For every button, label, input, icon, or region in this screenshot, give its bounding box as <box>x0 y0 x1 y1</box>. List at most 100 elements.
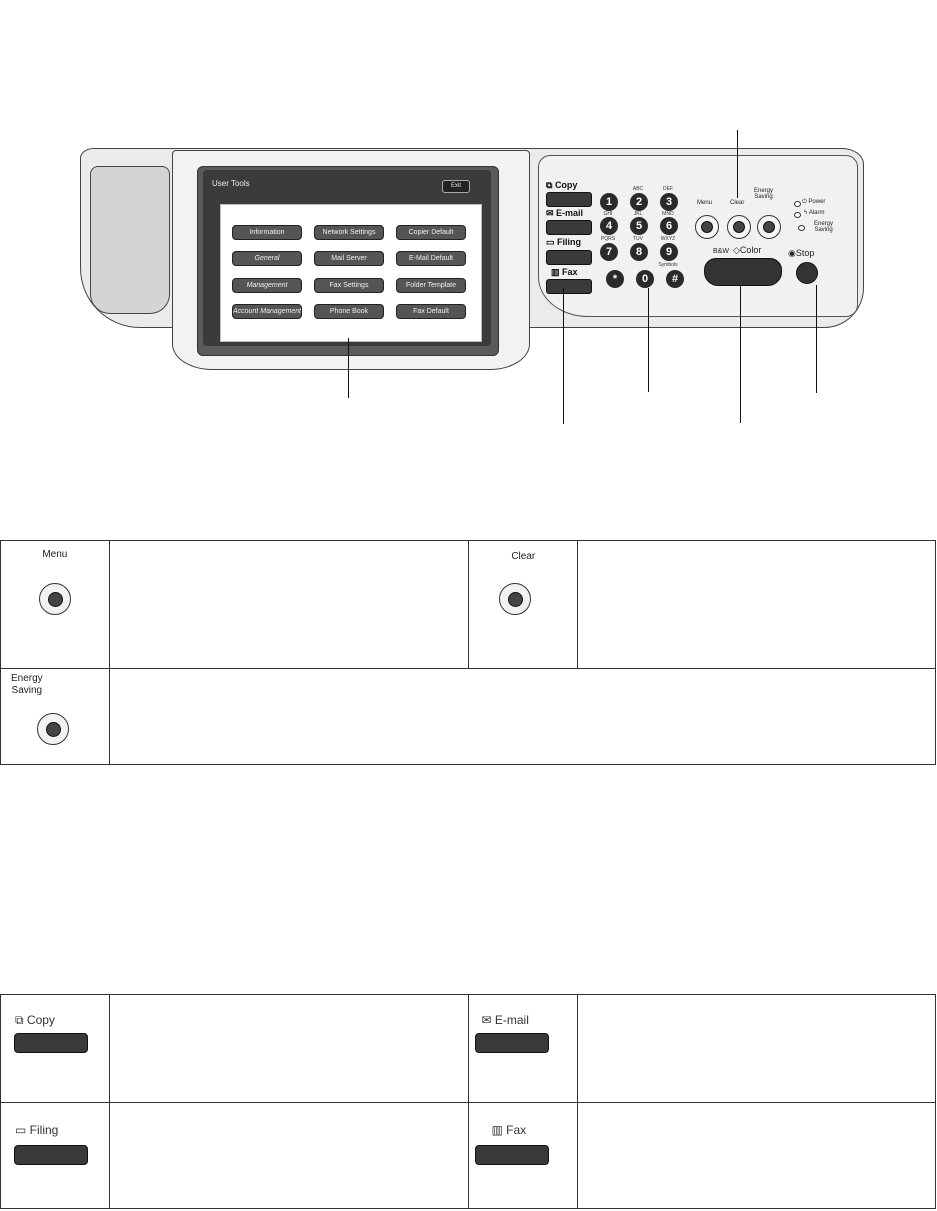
key-9[interactable]: 9 <box>660 243 678 261</box>
energy-led <box>798 225 805 231</box>
folder-template-button[interactable]: Folder Template <box>396 278 466 293</box>
fax-mode-button[interactable] <box>546 279 592 294</box>
fax-key-cell: ▥ Fax <box>468 1102 579 1209</box>
key-sub-hash: Symbols <box>658 262 678 268</box>
filing-mode-label: ▭ Filing <box>546 237 582 247</box>
phone-book-button[interactable]: Phone Book <box>314 304 384 319</box>
key-3[interactable]: 3 <box>660 193 678 211</box>
key-sub-7: PQRS <box>600 236 616 242</box>
filing-key-cell: ▭ Filing <box>0 1102 110 1209</box>
filing-key-caption: ▭ Filing <box>15 1123 59 1137</box>
alarm-icon: ϟ <box>804 210 809 216</box>
callout-keypad <box>648 288 649 392</box>
key-sub-9: WXYZ <box>660 236 676 242</box>
email-key-icon <box>475 1033 550 1053</box>
copy-key-cell: ⧉ Copy <box>0 994 110 1103</box>
fax-key-description <box>577 1102 936 1209</box>
fax-key-caption: ▥ Fax <box>491 1123 527 1137</box>
stop-button[interactable] <box>796 262 818 284</box>
envelope-icon: ✉ <box>481 1013 495 1027</box>
clear-key-cell: Clear <box>468 540 579 669</box>
start-diamond-icon: ◇ <box>733 245 740 255</box>
copy-icon: ⧉ <box>546 180 555 190</box>
callout-mode-keys <box>563 288 564 424</box>
clear-key-caption: Clear <box>511 551 536 562</box>
power-icon: ⏻ <box>802 199 809 205</box>
stop-label: ◉Stop <box>788 248 815 258</box>
clear-key-icon <box>499 583 532 615</box>
key-2[interactable]: 2 <box>630 193 648 211</box>
filing-key-description <box>108 1102 470 1209</box>
information-button[interactable]: Information <box>232 225 302 240</box>
power-indicator-label: ⏻ Power <box>802 199 826 205</box>
network-settings-button[interactable]: Network Settings <box>314 225 384 240</box>
key-sub-8: TUV <box>633 236 643 242</box>
key-5[interactable]: 5 <box>630 217 648 235</box>
callout-function-keys <box>737 130 738 198</box>
alarm-led <box>794 212 801 218</box>
exit-button[interactable]: Exit <box>442 180 470 193</box>
fax-settings-button[interactable]: Fax Settings <box>314 278 384 293</box>
copy-mode-label: ⧉ Copy <box>546 180 578 190</box>
clear-key-label: Clear <box>730 200 745 206</box>
copy-key-icon <box>14 1033 88 1053</box>
fax-key-icon <box>475 1145 550 1165</box>
menu-key-cell: Menu <box>0 540 110 669</box>
clear-key[interactable] <box>727 215 751 239</box>
key-sub-4: GHI <box>603 211 613 217</box>
email-default-button[interactable]: E-Mail Default <box>396 251 466 266</box>
mail-server-button[interactable]: Mail Server <box>314 251 384 266</box>
panel-left-pad <box>90 166 170 314</box>
email-key-description <box>577 994 936 1103</box>
fax-default-button[interactable]: Fax Default <box>396 304 466 319</box>
email-mode-label: ✉ E-mail <box>546 208 584 218</box>
menu-key[interactable] <box>695 215 719 239</box>
menu-key-description <box>108 540 470 669</box>
key-sub-5: JKL <box>633 211 643 217</box>
copy-key-caption: ⧉ Copy <box>15 1013 55 1027</box>
key-sub-6: MNO <box>662 211 674 217</box>
key-7[interactable]: 7 <box>600 243 618 261</box>
fax-icon: ▥ <box>551 267 563 277</box>
menu-key-label: Menu <box>697 200 713 206</box>
key-0[interactable]: 0 <box>636 270 654 288</box>
filing-key-icon <box>14 1145 88 1165</box>
copy-icon: ⧉ <box>15 1013 27 1027</box>
callout-start-key <box>740 285 741 423</box>
energy-key-description <box>108 668 937 765</box>
fax-icon: ▥ <box>491 1123 507 1137</box>
general-button[interactable]: General <box>232 251 302 266</box>
key-6[interactable]: 6 <box>660 217 678 235</box>
bw-start-label: B&W <box>713 248 729 255</box>
copy-key-description <box>108 994 470 1103</box>
mode-keys-table: ⧉ Copy ✉ E-mail ▭ Filing ▥ Fax <box>0 994 936 1209</box>
stop-icon: ◉ <box>788 248 796 258</box>
key-8[interactable]: 8 <box>630 243 648 261</box>
email-mode-button[interactable] <box>546 220 592 235</box>
fax-mode-label: ▥ Fax <box>551 267 578 277</box>
energy-key-icon <box>37 713 69 745</box>
email-key-caption: ✉ E-mail <box>481 1013 529 1027</box>
account-management-button[interactable]: Account Management <box>232 304 302 319</box>
callout-indicators <box>816 285 817 393</box>
key-1[interactable]: 1 <box>600 193 618 211</box>
callout-touch-screen <box>348 338 349 398</box>
color-start-label: ◇Color <box>733 245 762 255</box>
alarm-indicator-label: ϟ Alarm <box>804 210 825 216</box>
key-hash[interactable]: # <box>666 270 684 288</box>
start-button[interactable] <box>704 258 782 286</box>
copy-mode-button[interactable] <box>546 192 592 207</box>
management-button[interactable]: Management <box>232 278 302 293</box>
key-4[interactable]: 4 <box>600 217 618 235</box>
copier-default-button[interactable]: Copier Default <box>396 225 466 240</box>
key-star[interactable]: * <box>606 270 624 288</box>
folder-icon: ▭ <box>15 1123 30 1137</box>
clear-key-description <box>577 540 936 669</box>
screen-title: User Tools <box>212 179 250 188</box>
filing-mode-button[interactable] <box>546 250 592 265</box>
energy-saving-key[interactable] <box>757 215 781 239</box>
